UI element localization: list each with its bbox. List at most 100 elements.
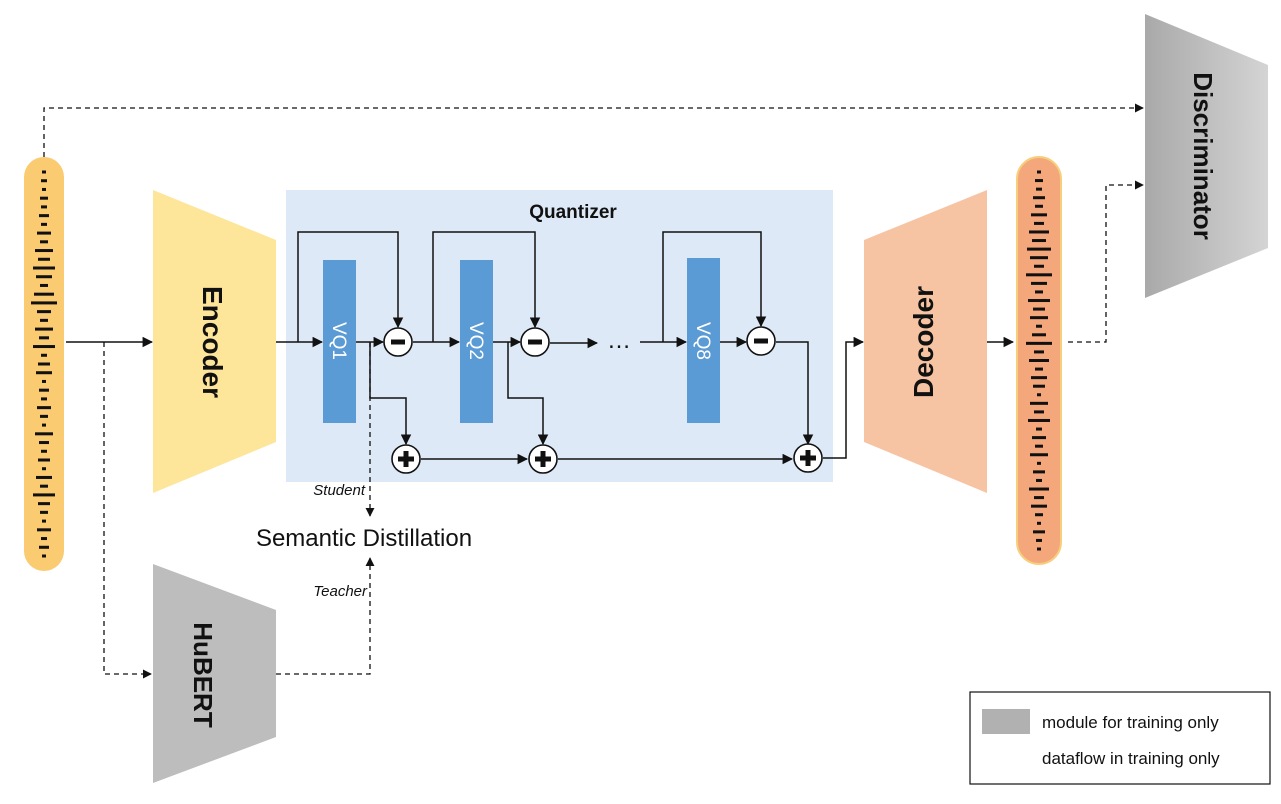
waveform-bar: [39, 336, 49, 340]
waveform-bar: [39, 388, 49, 392]
student-label: Student: [313, 482, 366, 499]
waveform-bar: [40, 283, 48, 287]
waveform-bar: [1027, 247, 1051, 251]
waveform-bar: [1036, 324, 1042, 328]
waveform-bar: [1029, 487, 1049, 491]
waveform-bar: [1036, 538, 1042, 542]
waveform-bar: [1033, 307, 1045, 311]
waveform-bar: [38, 362, 50, 366]
waveform-bar: [31, 301, 57, 305]
waveform-bar: [1026, 273, 1052, 277]
waveform-bar: [1037, 393, 1041, 397]
subtract-node-8: [746, 326, 776, 356]
waveform-bar: [40, 484, 48, 488]
waveform-bar: [34, 292, 54, 296]
legend: module for training only dataflow in tra…: [969, 691, 1271, 785]
discriminator-label: Discriminator: [1188, 72, 1218, 240]
waveform-bar: [1036, 478, 1042, 482]
add-node-1: [391, 444, 421, 474]
waveform-bar: [35, 432, 53, 436]
waveform-bar: [35, 327, 53, 331]
encoder-block: [153, 190, 276, 493]
waveform-bar: [33, 345, 55, 349]
semantic-distillation-label: Semantic Distillation: [256, 525, 472, 552]
decoder-block: [864, 190, 987, 493]
waveform-bar: [42, 379, 46, 383]
waveform-bar: [1037, 461, 1041, 465]
waveform-bar: [1029, 230, 1049, 234]
waveform-bar: [1037, 547, 1041, 551]
hubert-label: HuBERT: [188, 622, 218, 728]
waveform-bar: [1031, 376, 1047, 380]
waveform-bar: [1030, 453, 1048, 457]
teacher-label: Teacher: [313, 583, 368, 600]
vq1-block: [323, 260, 356, 423]
waveform-bar: [1030, 316, 1048, 320]
waveform-bar: [38, 257, 50, 261]
waveform-bar: [40, 196, 48, 200]
legend-training-module-label: module for training only: [1042, 713, 1219, 732]
waveform-bar: [1035, 444, 1043, 448]
waveform-bar: [36, 275, 52, 279]
waveform-bar: [1034, 264, 1044, 268]
waveform-bar: [1032, 436, 1046, 440]
vq1-label: VQ1: [328, 322, 349, 360]
waveform-bar: [1032, 333, 1046, 337]
waveform-bar: [37, 231, 51, 235]
output-waveform-bars: [1026, 170, 1052, 551]
waveform-bar: [42, 554, 46, 558]
discriminator-block: [1145, 14, 1268, 298]
waveform-bar: [36, 475, 52, 479]
waveform-bar: [41, 179, 47, 183]
waveform-bar: [37, 406, 51, 410]
vq2-block: [460, 260, 493, 423]
waveform-bar: [41, 222, 47, 226]
waveform-bar: [1031, 213, 1047, 217]
waveform-bar: [40, 318, 48, 322]
quantizer-label: Quantizer: [529, 202, 617, 223]
waveform-bar: [1029, 359, 1049, 362]
waveform-bar: [1034, 496, 1044, 500]
encoder-label: Encoder: [197, 286, 228, 398]
waveform-bar: [1030, 401, 1048, 405]
waveform-bar: [39, 545, 49, 549]
waveform-bar: [36, 371, 52, 375]
subtract-node-2: [520, 327, 550, 357]
waveform-bar: [1034, 410, 1044, 414]
waveform-bar: [33, 493, 55, 497]
waveform-bar: [35, 249, 53, 253]
waveform-bar: [39, 214, 49, 218]
waveform-bar: [41, 449, 47, 453]
hubert-block: [153, 564, 276, 783]
legend-training-dataflow-label: dataflow in training only: [1042, 749, 1220, 768]
ellipsis-label: …: [607, 327, 631, 354]
waveform-bar: [1037, 170, 1041, 174]
waveform-bar: [41, 397, 47, 401]
waveform-bar: [1028, 418, 1050, 422]
waveform-bar: [1032, 239, 1046, 243]
subtract-node-1: [383, 327, 413, 357]
waveform-bar: [41, 353, 47, 357]
quantizer-box: [286, 190, 833, 482]
legend-training-module-swatch: [982, 709, 1030, 734]
waveform-bar: [37, 310, 51, 314]
vq8-label: VQ8: [692, 322, 713, 360]
vq8-block: [687, 258, 720, 423]
waveform-bar: [42, 170, 46, 174]
waveform-bar: [1036, 427, 1042, 431]
waveform-bar: [41, 537, 47, 541]
waveform-bar: [40, 510, 48, 514]
waveform-bar: [40, 240, 48, 244]
waveform-bar: [1030, 256, 1048, 260]
add-node-8: [793, 443, 823, 473]
waveform-bar: [38, 502, 50, 506]
waveform-bar: [1035, 179, 1043, 183]
add-node-2: [528, 444, 558, 474]
waveform-bar: [1031, 281, 1047, 285]
waveform-bar: [1033, 196, 1045, 200]
waveform-bar: [1026, 341, 1052, 345]
waveform-bar: [1034, 350, 1044, 354]
waveform-bar: [1034, 221, 1044, 225]
input-waveform-bars: [31, 170, 57, 558]
